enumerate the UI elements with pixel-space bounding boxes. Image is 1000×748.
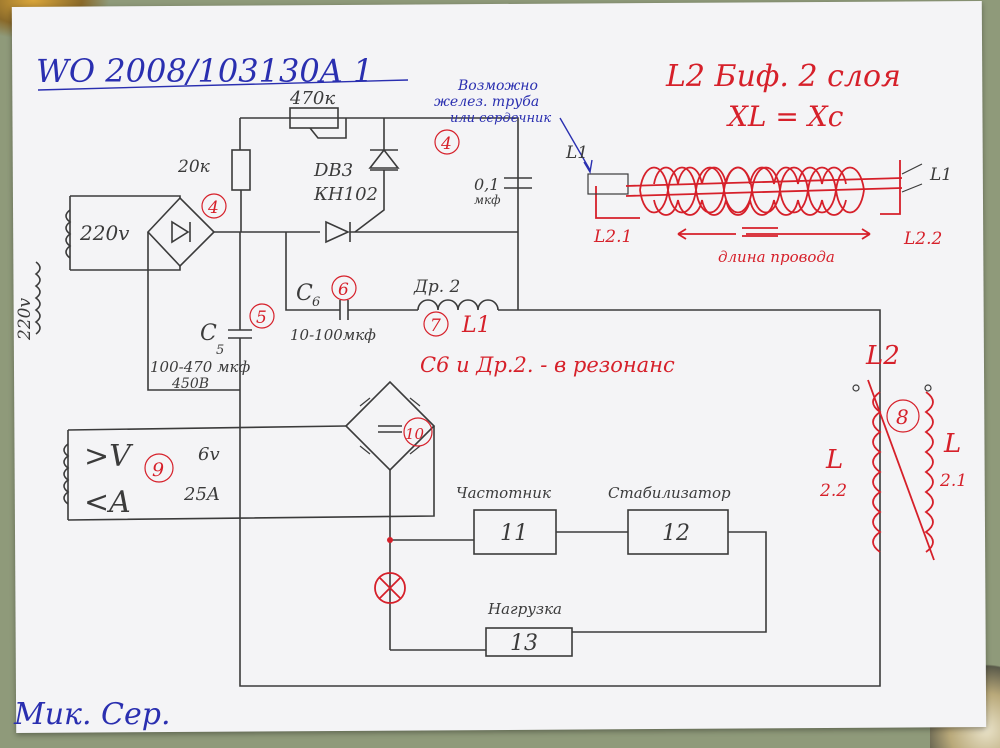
patent-underline [37, 79, 409, 91]
label-block-13: 13 [510, 631, 538, 656]
note-line-1: Возможно [457, 78, 538, 94]
label-dr2: Др. 2 [413, 277, 460, 297]
label-wire-length: длина провода [718, 248, 835, 266]
label-formula: XL = Xc [726, 100, 844, 133]
label-c5: C [200, 321, 217, 346]
label-470k: 470к [289, 88, 335, 109]
label-c6-sub: 6 [312, 295, 320, 310]
wire-left-rail [147, 232, 240, 391]
number-4b: 4 [440, 134, 452, 154]
wire-tr-220-top [70, 195, 181, 198]
winding-220 [65, 209, 72, 259]
red-circles [144, 129, 920, 483]
patent-number: WO 2008/103130A 1 [36, 52, 373, 90]
label-block-12: 12 [662, 521, 690, 546]
wire-bottom-rail [239, 318, 881, 687]
number-8: 8 [896, 405, 909, 429]
label-l-left: L [825, 445, 843, 475]
label-220v-side: 220v [15, 298, 35, 341]
label-load: Нагрузка [487, 600, 562, 618]
note-line-3: или сердечник [450, 111, 551, 126]
label-tr-a: <A [84, 485, 131, 520]
label-cap-unit: мкф [474, 193, 501, 207]
dinistor-db3 [368, 148, 400, 171]
label-c6-range: 10-100мкф [290, 326, 376, 344]
note-line-2: желез. труба [434, 94, 539, 110]
block-13 [485, 627, 573, 657]
capacitor-c5 [228, 329, 252, 339]
bifilar-coil [587, 160, 923, 240]
label-c5-value: 100-470 мкф [150, 358, 250, 376]
number-4a: 4 [207, 198, 219, 218]
wire-tr-220-bottom [70, 266, 181, 271]
winding-220-side [34, 261, 41, 335]
label-l-right: L [943, 429, 961, 459]
label-block-11: 11 [500, 521, 528, 546]
label-20k: 20к [177, 157, 211, 177]
bridge-diode [171, 220, 191, 244]
potentiometer-wiper [309, 118, 347, 139]
label-cap-0-1: 0,1 [474, 175, 499, 194]
bridge-diodes [359, 397, 421, 455]
wire-tr9-top [67, 425, 347, 431]
thyristor [325, 220, 351, 244]
wire-12-load [572, 531, 767, 633]
wire-dr2-right [498, 309, 881, 318]
label-l2-bifilar: L2 Биф. 2 слоя [665, 59, 901, 94]
label-6v: 6v [198, 444, 220, 465]
wire-tr9-bottom [67, 426, 435, 521]
wire-bridge-down [389, 470, 474, 541]
capacitor-c6 [339, 300, 349, 320]
label-stabilizer: Стабилизатор [608, 484, 731, 502]
choke-dr2 [417, 299, 499, 311]
author-signature: Мик. Сер. [13, 697, 170, 732]
number-9: 9 [152, 459, 164, 481]
label-l1: L1 [461, 313, 491, 338]
wire-c6-left [285, 232, 340, 311]
wire-top-rail [240, 117, 519, 310]
label-db3: DB3 [313, 160, 353, 181]
label-2-2-left: 2.2 [819, 481, 847, 501]
capacitor-0-1 [504, 177, 532, 189]
label-l2-big: L2 [865, 341, 900, 371]
label-l2-2: L2.2 [903, 229, 942, 249]
number-7: 7 [430, 316, 441, 336]
lamp-icon [374, 537, 406, 604]
label-kn102: КН102 [313, 184, 378, 205]
label-c5-sub: 5 [216, 343, 224, 358]
wire-db3-bottom [354, 170, 385, 233]
winding-tr9 [63, 443, 70, 505]
label-coil-l1-left: L1 [565, 143, 588, 163]
potentiometer-470k [289, 107, 339, 129]
number-10: 10 [405, 425, 425, 443]
label-coil-l1-right: L1 [929, 165, 952, 185]
arrow-head [583, 159, 593, 174]
label-220v: 220v [79, 221, 130, 245]
capacitor-bridge [378, 425, 402, 433]
label-frequency-converter: Частотник [456, 484, 551, 502]
arrow-to-core [559, 117, 591, 171]
number-6: 6 [338, 280, 349, 300]
bridge-rectifier-top [146, 196, 216, 268]
number-5: 5 [256, 308, 267, 328]
label-2-1-right: 2.1 [939, 471, 967, 491]
label-tr-v: >V [84, 439, 134, 474]
coil-l2 [852, 379, 935, 561]
label-resonance: C6 и Др.2. - в резонанс [420, 353, 675, 377]
resistor-20k [231, 149, 251, 191]
label-25a: 25A [183, 484, 220, 505]
label-l2-1: L2.1 [593, 227, 632, 247]
label-c6: C [296, 281, 313, 306]
label-c5-volt: 450В [171, 376, 209, 392]
